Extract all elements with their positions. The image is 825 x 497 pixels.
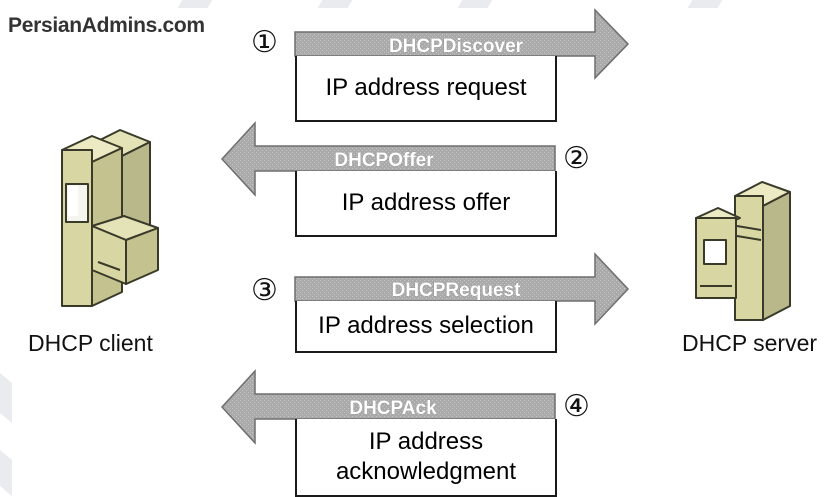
step-4-description-box: IP address acknowledgment: [295, 419, 557, 497]
dhcprequest-arrow: DHCPRequest: [294, 252, 630, 326]
step-2-description-box: IP address offer: [295, 171, 557, 237]
step-3-description: IP address selection: [318, 312, 534, 339]
step-1-number: ①: [251, 25, 278, 60]
server-computer-icon: [695, 181, 791, 321]
dhcpdiscover-arrow: DHCPDiscover: [294, 8, 630, 80]
dhcpoffer-label: DHCPOffer: [334, 150, 434, 171]
client-label: DHCP client: [28, 330, 153, 356]
dhcpdiscover-label: DHCPDiscover: [389, 36, 524, 57]
step-2-number: ②: [563, 141, 590, 176]
step-1-description-box: IP address request: [295, 56, 557, 122]
step-3-description-box: IP address selection: [295, 301, 557, 353]
dhcpoffer-arrow: DHCPOffer: [220, 121, 556, 197]
step-2-description: IP address offer: [341, 189, 511, 216]
client-computer-icon: [61, 129, 159, 307]
step-3-number: ③: [251, 273, 278, 308]
dhcpack-arrow: DHCPAck: [220, 369, 556, 445]
step-4-description: IP address acknowledgment: [335, 428, 517, 485]
server-label: DHCP server: [682, 330, 818, 356]
watermark-text: PersianAdmins.com: [8, 14, 205, 37]
step-4-number: ④: [563, 389, 590, 424]
step-1-description: IP address request: [325, 74, 527, 101]
dhcpack-label: DHCPAck: [349, 398, 437, 419]
dhcprequest-label: DHCPRequest: [392, 280, 521, 301]
